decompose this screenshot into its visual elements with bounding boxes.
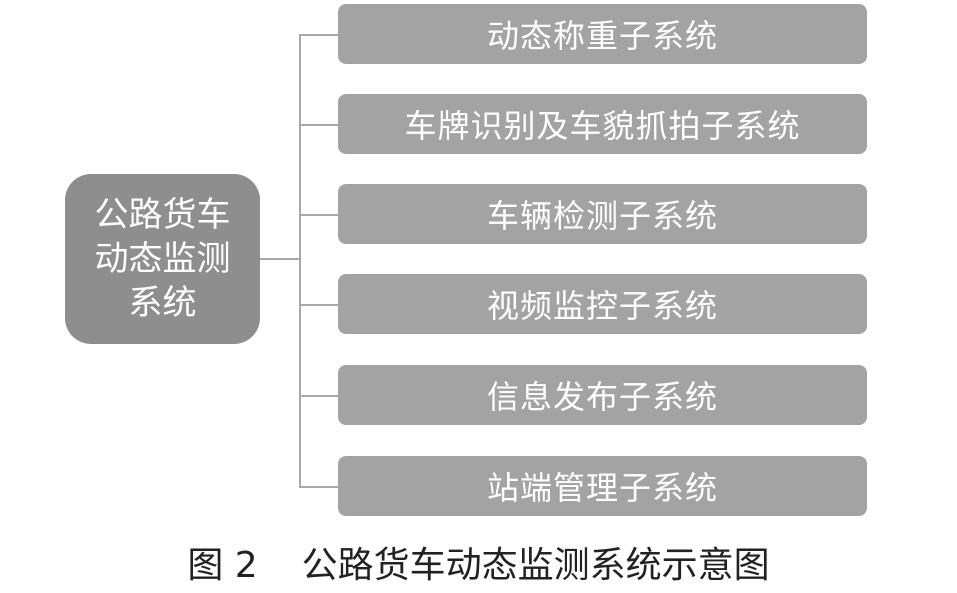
subsystem-node-vehicle-detection: 车辆检测子系统 (338, 184, 867, 244)
figure-number: 图 2 (187, 545, 258, 586)
root-node: 公路货车动态监测系统 (65, 174, 260, 344)
subsystem-label: 站端管理子系统 (486, 469, 718, 507)
subsystem-node-video-monitoring: 视频监控子系统 (338, 274, 867, 334)
root-node-label: 公路货车动态监测系统 (94, 195, 231, 323)
subsystem-label: 信息发布子系统 (486, 378, 718, 416)
subsystem-label: 动态称重子系统 (486, 17, 718, 55)
system-diagram: 公路货车动态监测系统 动态称重子系统 车牌识别及车貌抓拍子系统 车辆检测子系统 … (65, 4, 867, 516)
branch-connector (299, 34, 338, 36)
subsystem-node-plate-recognition: 车牌识别及车貌抓拍子系统 (338, 94, 867, 154)
branch-connector (299, 304, 338, 306)
branch-connector (299, 124, 338, 126)
figure-caption: 图 2 公路货车动态监测系统示意图 (0, 536, 957, 588)
branch-connector (299, 486, 338, 488)
subsystem-node-info-publishing: 信息发布子系统 (338, 365, 867, 425)
branch-connector (299, 395, 338, 397)
subsystem-node-weighing: 动态称重子系统 (338, 4, 867, 64)
branch-connector (299, 214, 338, 216)
trunk-connector (299, 34, 301, 487)
subsystem-label: 车牌识别及车貌抓拍子系统 (404, 107, 801, 145)
root-connector (260, 258, 300, 260)
subsystem-label: 视频监控子系统 (486, 287, 718, 325)
subsystem-node-station-management: 站端管理子系统 (338, 456, 867, 516)
subsystem-label: 车辆检测子系统 (486, 197, 718, 235)
figure-title: 公路货车动态监测系统示意图 (301, 545, 770, 586)
